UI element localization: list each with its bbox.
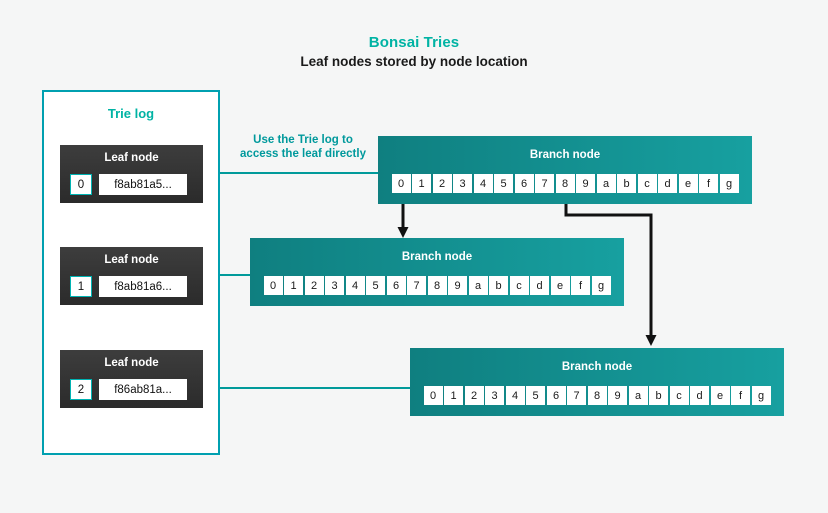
page-subtitle: Leaf nodes stored by node location [300,54,528,69]
branch-cell-5[interactable]: 5 [366,276,385,295]
branch-cell-9[interactable]: 9 [608,386,627,405]
branch-cell-e[interactable]: e [678,174,698,193]
branch-node-label: Branch node [561,361,633,373]
branch-cell-7[interactable]: 7 [535,174,554,193]
branch-cell-1[interactable]: 1 [412,174,431,193]
branch-cell-2[interactable]: 2 [464,386,484,405]
branch-cell-3[interactable]: 3 [453,174,472,193]
branch-cell-d[interactable]: d [690,386,709,405]
leaf-node-label: Leaf node [104,254,159,266]
branch-cell-8[interactable]: 8 [427,276,447,295]
leaf-node-1[interactable]: Leaf node 1 f8ab81a6... [60,247,203,305]
branch-cell-1[interactable]: 1 [444,386,463,405]
leaf-node-2[interactable]: Leaf node 2 f86ab81a... [60,350,203,408]
branch-cell-9[interactable]: 9 [576,174,595,193]
branch-cell-e[interactable]: e [550,276,570,295]
branch-cell-a[interactable]: a [468,276,488,295]
branch-node-label: Branch node [401,251,473,263]
leaf-node-label: Leaf node [104,357,159,369]
branch-cell-6[interactable]: 6 [386,276,406,295]
branch-cell-a[interactable]: a [596,174,616,193]
branch-cell-5[interactable]: 5 [494,174,513,193]
branch-cell-8[interactable]: 8 [555,174,575,193]
leaf-node-row: 1 f8ab81a6... [70,276,187,297]
leaf-index-box: 2 [70,379,92,400]
leaf-index-box: 0 [70,174,92,195]
branch-cell-b[interactable]: b [617,174,636,193]
branch-cell-d[interactable]: d [530,276,549,295]
branch-cell-g[interactable]: g [751,386,771,405]
branch-cell-f[interactable]: f [571,276,590,295]
leaf-node-label: Leaf node [104,152,159,164]
branch-cell-0[interactable]: 0 [263,276,283,295]
branch-cell-4[interactable]: 4 [505,386,525,405]
branch-cell-8[interactable]: 8 [587,386,607,405]
branch-cell-4[interactable]: 4 [473,174,493,193]
branch-cell-3[interactable]: 3 [325,276,344,295]
branch-cell-c[interactable]: c [669,386,689,405]
branch-cell-c[interactable]: c [509,276,529,295]
annotation-line-1: Use the Trie log to [253,134,353,146]
branch-cell-g[interactable]: g [591,276,611,295]
branch-cell-6[interactable]: 6 [514,174,534,193]
branch-cell-g[interactable]: g [719,174,739,193]
branch-node-label: Branch node [529,149,601,161]
branch-cell-9[interactable]: 9 [448,276,467,295]
branch-cell-0[interactable]: 0 [391,174,411,193]
annotation-trie-log-access: Use the Trie log to access the leaf dire… [228,133,378,161]
branch-cell-f[interactable]: f [699,174,718,193]
trie-log-title: Trie log [107,106,155,121]
leaf-index-box: 1 [70,276,92,297]
branch-cell-f[interactable]: f [731,386,750,405]
branch-cell-0[interactable]: 0 [423,386,443,405]
branch-cell-3[interactable]: 3 [485,386,504,405]
branch-cell-b[interactable]: b [489,276,508,295]
branch-cell-5[interactable]: 5 [526,386,545,405]
branch-cell-a[interactable]: a [628,386,648,405]
branch-cell-4[interactable]: 4 [345,276,365,295]
leaf-node-0[interactable]: Leaf node 0 f8ab81a5... [60,145,203,203]
leaf-node-row: 0 f8ab81a5... [70,174,187,195]
branch-cell-1[interactable]: 1 [284,276,303,295]
page-title: Bonsai Tries [368,34,460,51]
branch-cell-c[interactable]: c [637,174,657,193]
branch-cell-2[interactable]: 2 [432,174,452,193]
leaf-node-row: 2 f86ab81a... [70,379,187,400]
branch-cell-2[interactable]: 2 [304,276,324,295]
branch-cell-e[interactable]: e [710,386,730,405]
annotation-line-2: access the leaf directly [240,148,366,160]
branch-cell-7[interactable]: 7 [407,276,426,295]
branch-cell-6[interactable]: 6 [546,386,566,405]
leaf-hash-box: f86ab81a... [99,379,187,400]
leaf-hash-box: f8ab81a5... [99,174,187,195]
branch-cell-d[interactable]: d [658,174,677,193]
branch-cell-7[interactable]: 7 [567,386,586,405]
branch-cell-b[interactable]: b [649,386,668,405]
leaf-hash-box: f8ab81a6... [99,276,187,297]
